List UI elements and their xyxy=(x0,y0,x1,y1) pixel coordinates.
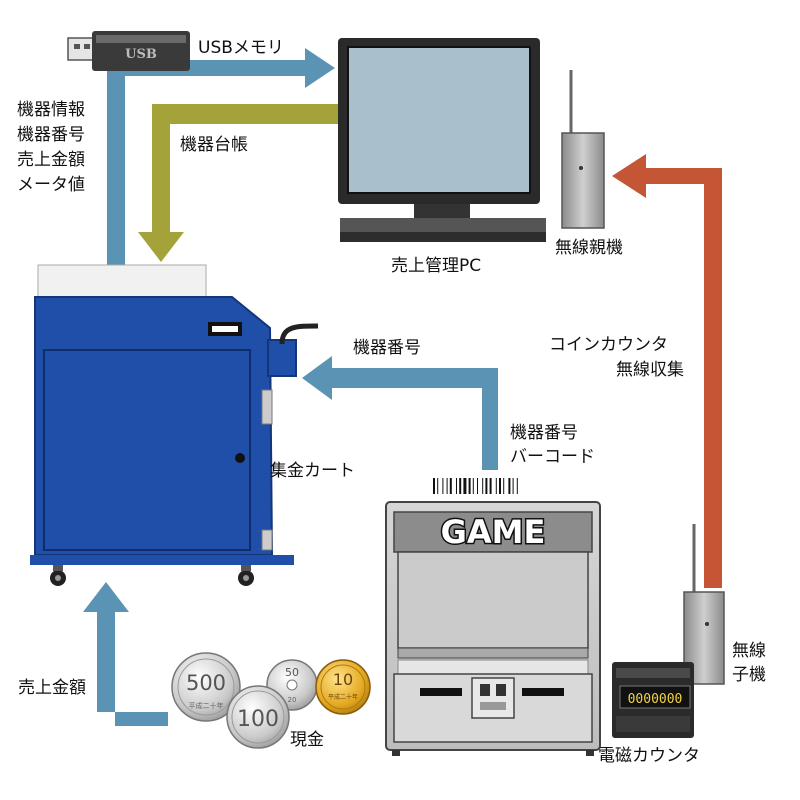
coin-10-value: 10 xyxy=(333,670,353,689)
wireless-base-icon xyxy=(561,70,605,229)
barcode-stripe xyxy=(433,478,435,494)
barcode-stripe xyxy=(456,478,457,494)
counter-digits: 0000000 xyxy=(628,692,683,707)
game-machine-icon: GAME xyxy=(385,501,601,756)
usb-memory-icon: USB xyxy=(67,31,190,71)
barcode-icon xyxy=(433,478,518,494)
barcode-stripe xyxy=(472,478,474,494)
barcode-stripe xyxy=(468,478,471,494)
barcode-stripe xyxy=(437,478,439,494)
barcode-stripe xyxy=(477,478,478,494)
machine-ledger-label: 機器台帳 xyxy=(180,135,248,155)
machine-number-barcode-line-1: 機器番号 xyxy=(510,423,578,443)
coin-500-year: 平成二十年 xyxy=(189,701,224,710)
barcode-stripe xyxy=(489,478,492,494)
sales-amount-label: 売上金額 xyxy=(18,678,86,698)
machine-info-line-1: 機器情報 xyxy=(17,100,85,120)
usb-memory-label: USBメモリ xyxy=(198,38,284,58)
barcode-stripe xyxy=(459,478,462,494)
game-logo: GAME xyxy=(441,513,546,551)
sales-pc-icon xyxy=(338,38,546,242)
barcode-stripe xyxy=(508,478,511,494)
coin-counter-wireless-line-2: 無線収集 xyxy=(616,360,684,380)
wireless-slave-line-1: 無線 xyxy=(732,641,766,661)
barcode-stripe xyxy=(499,478,501,494)
coins-icon: 500 平成二十年 50 20 10 平成二十年 100 xyxy=(171,652,371,749)
collection-cart-icon xyxy=(30,264,319,586)
wireless-base-label: 無線親機 xyxy=(555,238,623,258)
electromagnetic-counter-label: 電磁カウンタ xyxy=(598,746,700,766)
barcode-stripe xyxy=(482,478,484,494)
machine-number-arrow xyxy=(302,356,498,470)
barcode-stripe xyxy=(503,478,505,494)
barcode-stripe xyxy=(446,478,448,494)
barcode-stripe xyxy=(512,478,514,494)
machine-number-barcode-line-2: バーコード xyxy=(510,447,595,467)
machine-info-line-4: メータ値 xyxy=(17,175,85,195)
wireless-collection-arrow xyxy=(612,154,722,588)
coin-500-value: 500 xyxy=(186,671,226,695)
barcode-stripe xyxy=(495,478,497,494)
electromagnetic-counter-icon: 0000000 xyxy=(612,662,694,738)
coin-counter-wireless-line-1: コインカウンタ xyxy=(549,335,668,355)
barcode-stripe xyxy=(449,478,452,494)
barcode-stripe xyxy=(516,478,518,494)
sales-pc-label: 売上管理PC xyxy=(391,256,481,276)
coin-50-value: 50 xyxy=(285,666,299,679)
cash-label: 現金 xyxy=(290,730,324,750)
barcode-stripe xyxy=(485,478,488,494)
machine-number-label: 機器番号 xyxy=(353,338,421,358)
wireless-slave-line-2: 子機 xyxy=(732,665,766,685)
machine-info-line-3: 売上金額 xyxy=(17,150,85,170)
usb-stick-label: USB xyxy=(125,47,157,62)
barcode-stripe xyxy=(463,478,467,494)
coin-10-year: 平成二十年 xyxy=(328,693,358,701)
collection-cart-label: 集金カート xyxy=(270,461,355,481)
barcode-stripe xyxy=(442,478,444,494)
coin-100-value: 100 xyxy=(237,707,279,732)
machine-info-line-2: 機器番号 xyxy=(17,125,85,145)
sales-amount-arrow xyxy=(83,582,168,726)
coin-50-year: 20 xyxy=(288,696,297,704)
machine-ledger-arrow xyxy=(138,104,340,262)
